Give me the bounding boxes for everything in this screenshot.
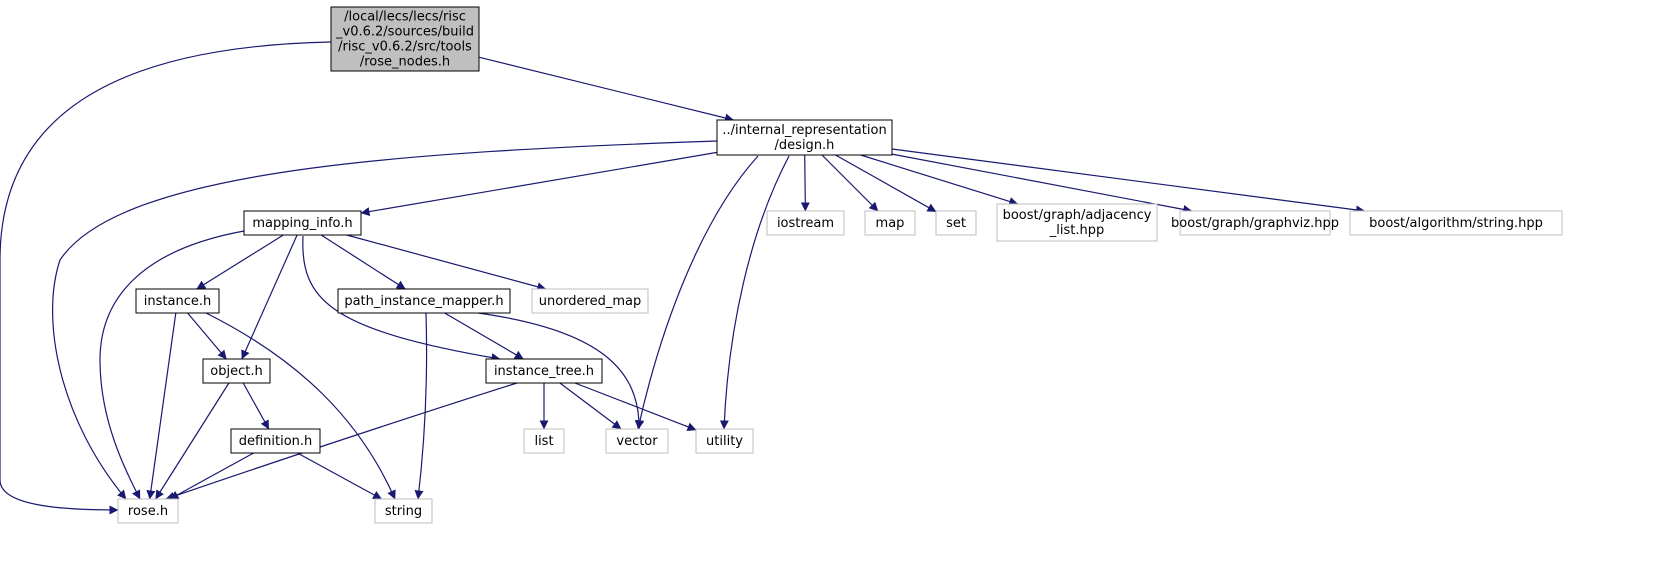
edge-pim-to-string	[414, 312, 428, 500]
node-definition[interactable]: definition.h	[230, 428, 321, 454]
node-label-vector: vector	[616, 434, 658, 449]
node-box-design	[716, 119, 893, 156]
node-box-adjacency	[996, 203, 1158, 242]
edge-pim-to-instance_tree	[444, 312, 524, 360]
node-rose: rose.h	[117, 498, 179, 524]
node-set: set	[935, 210, 977, 236]
edge-design-to-map	[821, 154, 879, 212]
node-mapping_info[interactable]: mapping_info.h	[243, 210, 362, 236]
edge-instance-to-string	[205, 312, 396, 500]
node-pim[interactable]: path_instance_mapper.h	[337, 288, 511, 314]
node-label-rose: rose.h	[128, 504, 168, 519]
node-list: list	[523, 428, 565, 454]
node-box-mapping_info	[243, 210, 362, 236]
node-algostring: boost/algorithm/string.hpp	[1349, 210, 1563, 236]
edge-design-to-set	[835, 154, 937, 213]
node-string: string	[374, 498, 433, 524]
node-label-definition: definition.h	[239, 434, 313, 449]
edge-mapping_info-to-rose	[99, 230, 245, 500]
edge-design-to-rose	[52, 140, 718, 500]
node-instance[interactable]: instance.h	[135, 288, 220, 314]
node-map: map	[864, 210, 916, 236]
edge-design-to-utility	[719, 155, 790, 430]
node-label-map: map	[876, 216, 905, 231]
node-root[interactable]: /local/lecs/lecs/risc_v0.6.2/sources/bui…	[330, 6, 480, 72]
edge-mapping_info-to-pim	[320, 234, 406, 290]
node-box-object	[202, 358, 271, 384]
edge-mapping_info-to-instance	[196, 234, 284, 290]
edge-instance-to-object	[187, 312, 227, 360]
node-box-rose	[117, 498, 179, 524]
node-iostream: iostream	[766, 210, 845, 236]
node-box-unordered_map	[531, 288, 649, 314]
node-label-root: _v0.6.2/sources/build	[335, 25, 474, 40]
node-box-set	[935, 210, 977, 236]
edges-layer	[0, 41, 1366, 515]
node-box-vector	[605, 428, 669, 454]
nodes-layer: /local/lecs/lecs/risc_v0.6.2/sources/bui…	[117, 6, 1563, 524]
node-box-definition	[230, 428, 321, 454]
node-label-string: string	[385, 504, 422, 519]
edge-mapping_info-to-instance_tree	[302, 235, 501, 362]
node-instance_tree[interactable]: instance_tree.h	[485, 358, 603, 384]
node-label-unordered_map: unordered_map	[539, 294, 642, 309]
edge-mapping_info-to-object	[241, 234, 298, 360]
node-box-map	[864, 210, 916, 236]
node-unordered_map: unordered_map	[531, 288, 649, 314]
node-box-list	[523, 428, 565, 454]
edge-definition-to-rose	[169, 452, 254, 500]
node-label-instance_tree: instance_tree.h	[494, 364, 594, 379]
node-box-root	[330, 6, 480, 72]
edge-design-to-algostring	[891, 148, 1366, 215]
edge-design-to-adjacency	[860, 154, 1019, 206]
node-box-instance	[135, 288, 220, 314]
node-vector: vector	[605, 428, 669, 454]
node-box-pim	[337, 288, 511, 314]
node-label-pim: path_instance_mapper.h	[344, 294, 503, 309]
node-utility: utility	[695, 428, 754, 454]
node-label-iostream: iostream	[777, 216, 834, 231]
edge-design-to-vector	[635, 155, 759, 430]
node-label-object: object.h	[210, 364, 262, 379]
node-design[interactable]: ../internal_representation/design.h	[716, 119, 893, 156]
edge-design-to-iostream	[800, 154, 810, 212]
node-label-utility: utility	[706, 434, 743, 449]
node-label-list: list	[534, 434, 553, 449]
edge-mapping_info-to-unordered_map	[346, 234, 547, 292]
edge-root-to-rose	[0, 41, 332, 515]
node-label-adjacency: boost/graph/adjacency	[1003, 208, 1152, 223]
node-box-utility	[695, 428, 754, 454]
node-label-algostring: boost/algorithm/string.hpp	[1369, 216, 1543, 231]
node-label-adjacency: _list.hpp	[1049, 223, 1104, 238]
node-adjacency: boost/graph/adjacency_list.hpp	[996, 203, 1158, 242]
node-label-instance: instance.h	[144, 294, 211, 309]
node-label-graphviz: boost/graph/graphviz.hpp	[1171, 216, 1339, 231]
edge-instance-to-rose	[146, 312, 177, 500]
node-label-root: /local/lecs/lecs/risc	[344, 10, 466, 25]
node-graphviz: boost/graph/graphviz.hpp	[1171, 210, 1339, 236]
node-box-graphviz	[1179, 210, 1331, 236]
edge-object-to-rose	[155, 382, 230, 500]
edge-object-to-definition	[242, 382, 270, 430]
node-label-design: ../internal_representation	[722, 123, 886, 138]
edge-design-to-mapping_info	[360, 151, 718, 217]
edge-design-to-graphviz	[891, 153, 1193, 214]
node-box-string	[374, 498, 433, 524]
edge-definition-to-string	[297, 452, 382, 500]
node-label-root: /risc_v0.6.2/src/tools	[338, 40, 472, 55]
node-box-instance_tree	[485, 358, 603, 384]
node-box-algostring	[1349, 210, 1563, 236]
node-label-root: /rose_nodes.h	[360, 55, 450, 70]
edge-instance_tree-to-rose	[165, 382, 518, 501]
node-label-design: /design.h	[775, 138, 835, 153]
edge-instance_tree-to-utility	[574, 382, 697, 432]
edge-root-to-design	[478, 56, 734, 123]
node-label-mapping_info: mapping_info.h	[252, 216, 352, 231]
node-box-iostream	[766, 210, 845, 236]
edge-instance_tree-to-vector	[559, 382, 622, 430]
node-object[interactable]: object.h	[202, 358, 271, 384]
node-label-set: set	[946, 216, 966, 231]
